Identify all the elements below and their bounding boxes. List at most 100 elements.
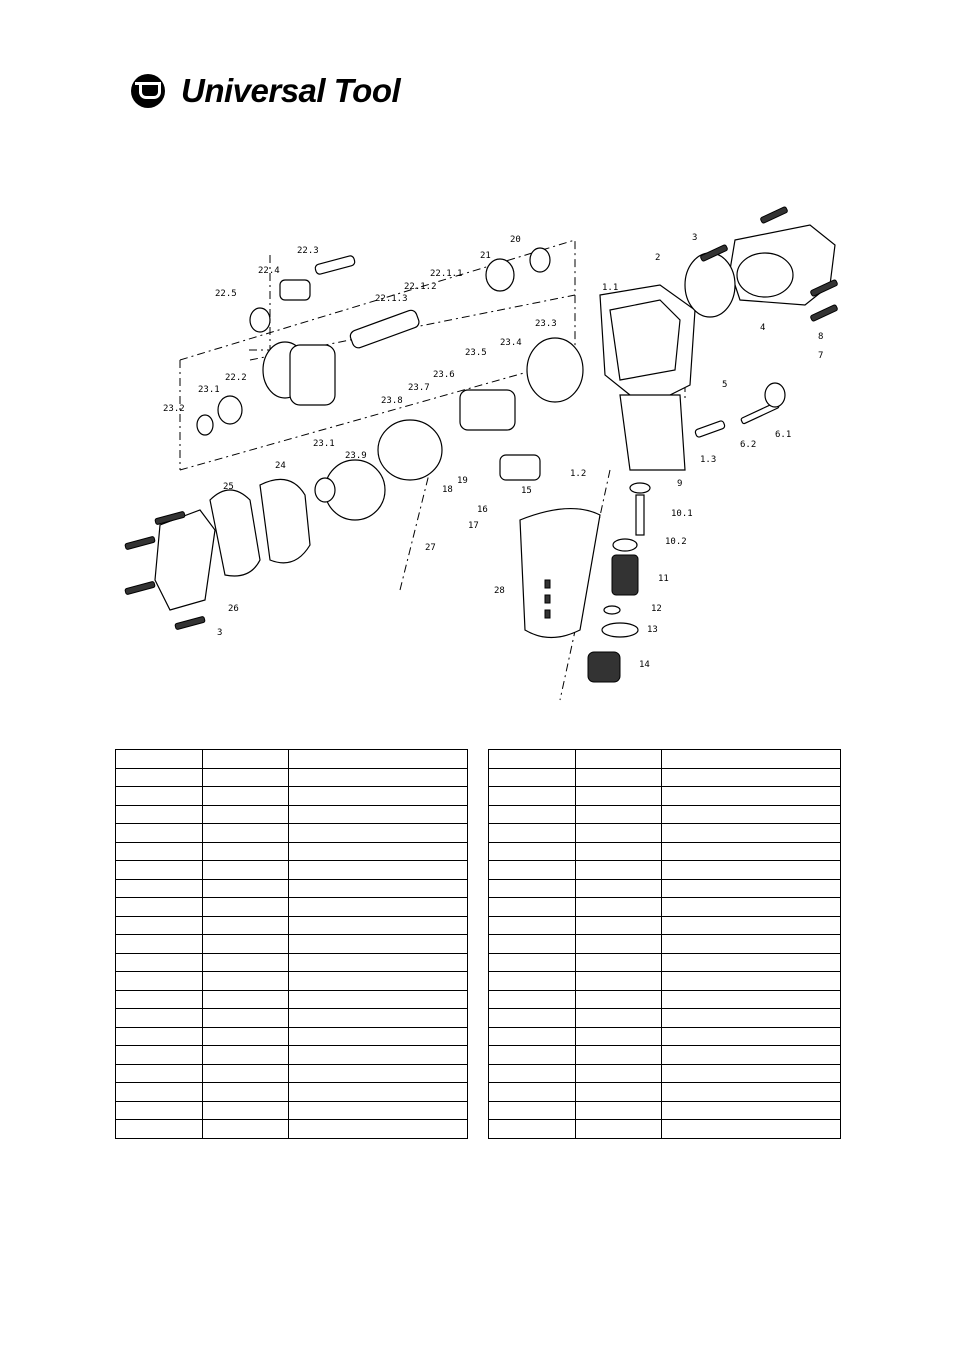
table-cell [488,767,576,787]
table-cell [661,823,841,843]
table-cell [202,1063,289,1083]
u-circle-logo-icon [131,74,165,108]
table-cell [288,767,468,787]
table-cell [115,915,203,935]
callout-label: 18 [442,485,453,495]
table-cell [661,971,841,991]
table-cell [575,878,662,898]
callout-label: 2 [655,253,660,263]
table-row [488,952,841,972]
table-cell [661,952,841,972]
table-cell [661,804,841,824]
callout-label: 23.7 [408,383,430,393]
table-cell [288,1082,468,1102]
callout-label: 10.2 [665,537,687,547]
table-cell [661,1082,841,1102]
table-row [115,786,468,806]
callout-label: 1.3 [700,455,716,465]
housing-part [599,284,696,471]
table-cell [661,841,841,861]
table-cell [661,1026,841,1046]
callout-label: 5 [722,380,727,390]
table-cell [115,878,203,898]
callout-label: 9 [677,479,682,489]
table-cell [488,841,576,861]
table-cell [488,1100,576,1120]
table-cell [661,915,841,935]
table-row [115,934,468,954]
table-cell [115,749,203,769]
table-cell [575,860,662,880]
table-row [115,1026,468,1046]
table-cell [488,1063,576,1083]
callout-label: 20 [510,235,521,245]
table-cell [575,1063,662,1083]
callout-label: 15 [521,486,532,496]
table-cell [661,989,841,1009]
table-cell [661,749,841,769]
callout-label: 1.1 [602,283,618,293]
table-row [488,749,841,769]
table-cell [575,934,662,954]
table-cell [575,1082,662,1102]
callout-label: 22.1.3 [375,294,408,304]
table-cell [575,971,662,991]
table-cell [202,1100,289,1120]
callout-label: 19 [457,476,468,486]
handle-part [519,508,601,639]
callout-label: 23.1 [313,439,335,449]
table-row [488,860,841,880]
table-cell [488,804,576,824]
table-row [488,1082,841,1102]
table-row [488,1100,841,1120]
table-cell [488,749,576,769]
table-cell [661,934,841,954]
table-row [488,1008,841,1028]
table-cell [115,1119,203,1139]
table-row [488,878,841,898]
callout-label: 8 [818,332,823,342]
table-cell [115,860,203,880]
table-cell [488,878,576,898]
table-cell [202,1045,289,1065]
table-cell [202,971,289,991]
table-row [488,971,841,991]
table-row [115,1063,468,1083]
table-cell [115,971,203,991]
table-cell [202,767,289,787]
table-cell [202,989,289,1009]
table-cell [488,1026,576,1046]
callout-label: 13 [647,625,658,635]
table-row [488,1063,841,1083]
callout-label: 23.6 [433,370,455,380]
table-cell [202,860,289,880]
callout-label: 3 [692,233,697,243]
table-cell [202,823,289,843]
table-cell [202,804,289,824]
callout-label: 21 [480,251,491,261]
callout-label: 12 [651,604,662,614]
table-cell [288,1063,468,1083]
table-cell [288,971,468,991]
front-plate-part [154,478,311,611]
table-cell [202,952,289,972]
table-cell [202,841,289,861]
table-cell [488,952,576,972]
table-cell [288,897,468,917]
valve-stack-part [587,482,651,683]
table-cell [575,989,662,1009]
table-row [488,1026,841,1046]
callout-label: 6.2 [740,440,756,450]
table-row [115,1045,468,1065]
table-cell [288,952,468,972]
callout-label: 10.1 [671,509,693,519]
table-cell [488,1008,576,1028]
table-cell [488,823,576,843]
table-row [115,804,468,824]
table-row [488,989,841,1009]
table-cell [115,897,203,917]
table-cell [488,1119,576,1139]
table-cell [488,1045,576,1065]
table-cell [115,1063,203,1083]
table-cell [115,786,203,806]
